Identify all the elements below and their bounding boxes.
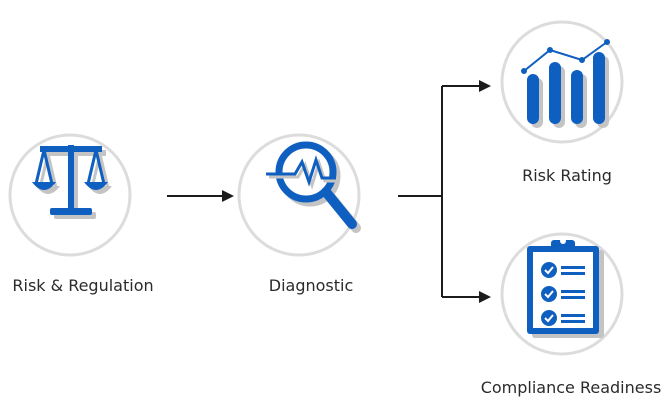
- compliance-readiness-label: Compliance Readiness: [480, 378, 662, 397]
- bar-chart-trend-icon: [521, 39, 610, 128]
- diagnostic-label: Diagnostic: [268, 276, 354, 295]
- risk-regulation-label: Risk & Regulation: [12, 276, 154, 295]
- scales-of-justice-icon: [32, 145, 112, 219]
- magnifier-waveform-icon: [266, 141, 361, 233]
- risk-rating-label: Risk Rating: [522, 166, 612, 185]
- branch-connector: [398, 80, 491, 303]
- clipboard-checklist-icon: [527, 238, 604, 338]
